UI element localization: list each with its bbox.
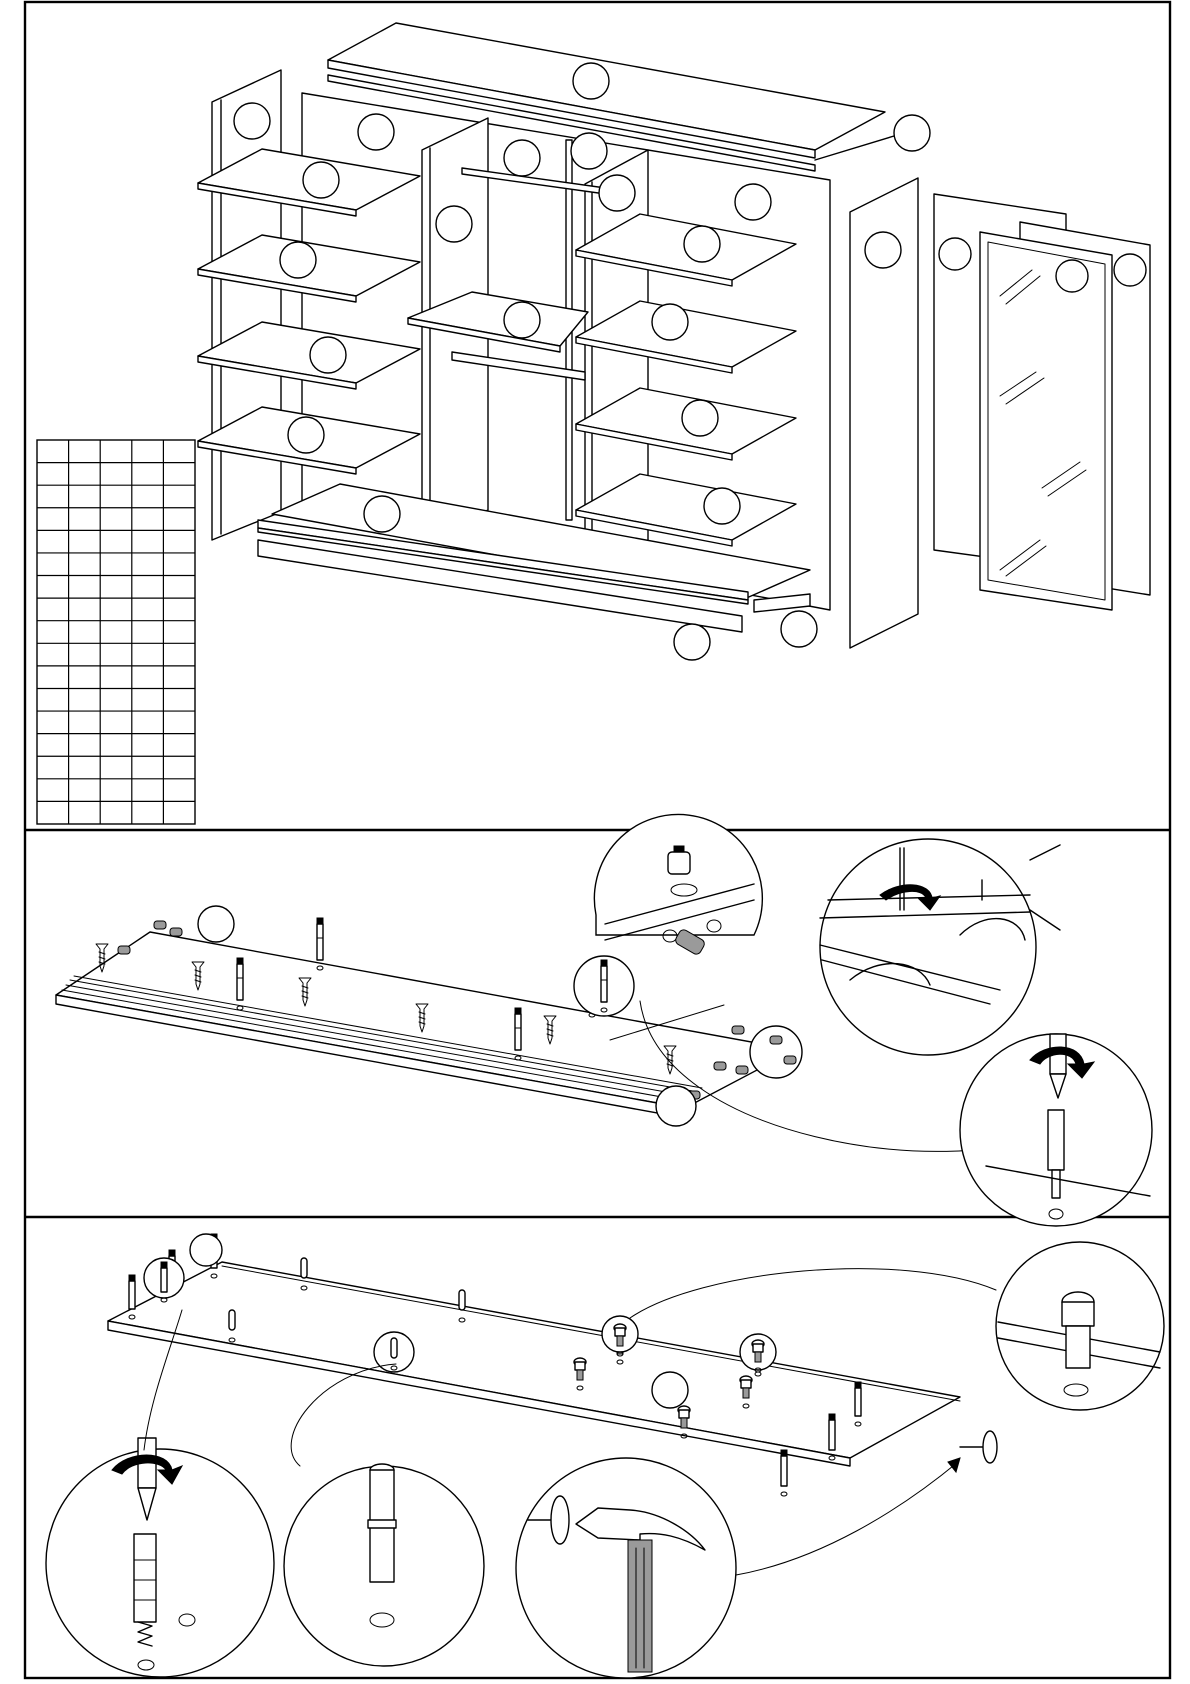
bottom-panel-fittings <box>46 1234 1164 1678</box>
part-bubble <box>674 624 710 660</box>
part-bubble <box>652 1372 688 1408</box>
part-bubble <box>198 906 234 942</box>
part-bubble <box>571 133 607 169</box>
cam-lock-icon <box>736 1066 748 1074</box>
screw-pin-icon <box>781 1450 787 1496</box>
exploded-view <box>37 23 1150 824</box>
part-bubble <box>504 140 540 176</box>
part-bubble <box>436 206 472 242</box>
part-bubble <box>288 417 324 453</box>
part-bubble <box>599 175 635 211</box>
cam-lock-icon <box>732 1026 744 1034</box>
part-bubble <box>280 242 316 278</box>
zoom-cam-bolt-detail <box>996 1242 1164 1410</box>
part-bubble <box>504 302 540 338</box>
zoom-rail-track-detail <box>820 839 1060 1055</box>
cam-lock-icon <box>118 946 130 954</box>
zoom-cam-lock-detail <box>594 814 762 955</box>
part-bubble <box>573 63 609 99</box>
part-bubble <box>358 114 394 150</box>
part-bubble <box>1114 254 1146 286</box>
cam-lock-icon <box>170 928 182 936</box>
left-side-panel <box>212 70 281 540</box>
part-bubble <box>1056 260 1088 292</box>
cam-lock-icon <box>784 1056 796 1064</box>
cam-lock-icon <box>154 921 166 929</box>
part-bubble <box>865 232 901 268</box>
part-bubble <box>364 496 400 532</box>
part-bubble <box>939 238 971 270</box>
bottom-rail-assembly <box>56 814 1152 1226</box>
part-bubble <box>652 304 688 340</box>
part-bubble <box>684 226 720 262</box>
parts-table <box>37 440 195 824</box>
part-bubble <box>781 611 817 647</box>
part-bubble <box>704 488 740 524</box>
cam-lock-icon <box>770 1036 782 1044</box>
detail-callout-circle <box>190 1234 222 1266</box>
zoom-dowel-detail <box>284 1464 484 1666</box>
part-bubble <box>894 115 930 151</box>
parts-table-border <box>37 440 195 824</box>
part-bubble <box>310 337 346 373</box>
detail-callout-circle <box>656 1086 696 1126</box>
zoom-screwdriver-detail-2 <box>46 1438 274 1677</box>
part-bubble <box>682 400 718 436</box>
detail-callout-circle <box>750 1026 802 1078</box>
furniture-glide <box>960 1431 997 1463</box>
part-bubble <box>234 103 270 139</box>
zoom-screwdriver-detail <box>960 1034 1152 1226</box>
part-bubble <box>303 162 339 198</box>
cam-lock-icon <box>714 1062 726 1070</box>
part-bubble <box>735 184 771 220</box>
zoom-hammer-detail <box>516 1458 736 1678</box>
